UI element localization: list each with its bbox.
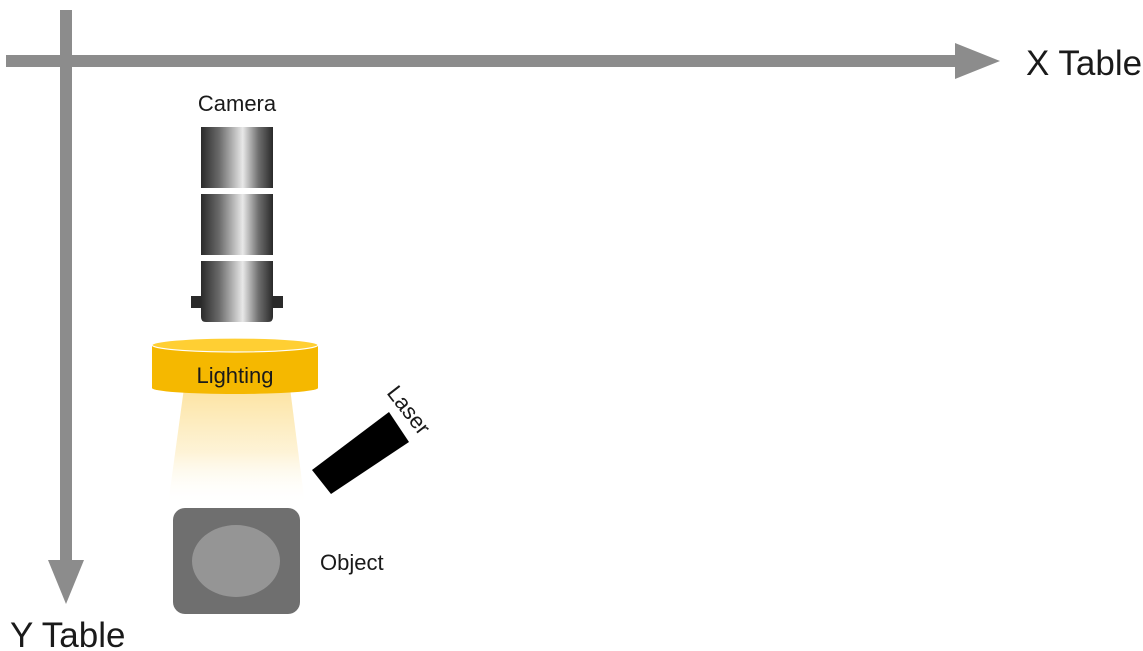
- camera: [191, 127, 283, 322]
- camera-label: Camera: [198, 91, 277, 116]
- object-disc: [192, 525, 280, 597]
- y-axis-arrowhead-icon: [48, 560, 84, 604]
- y-table-axis: [48, 10, 84, 604]
- camera-barrel-top: [201, 127, 273, 188]
- camera-lens: [201, 261, 273, 322]
- x-axis-arrowhead-icon: [955, 43, 1000, 79]
- lighting-ring: [151, 337, 319, 394]
- y-table-label: Y Table: [10, 616, 125, 651]
- x-table-label: X Table: [1026, 44, 1142, 83]
- object: [173, 508, 300, 614]
- x-table-axis: [6, 43, 1000, 79]
- light-beam: [168, 388, 305, 505]
- camera-barrel-middle: [201, 194, 273, 255]
- lighting-label: Lighting: [196, 363, 273, 388]
- object-label: Object: [320, 550, 384, 575]
- laser-module: [312, 412, 409, 494]
